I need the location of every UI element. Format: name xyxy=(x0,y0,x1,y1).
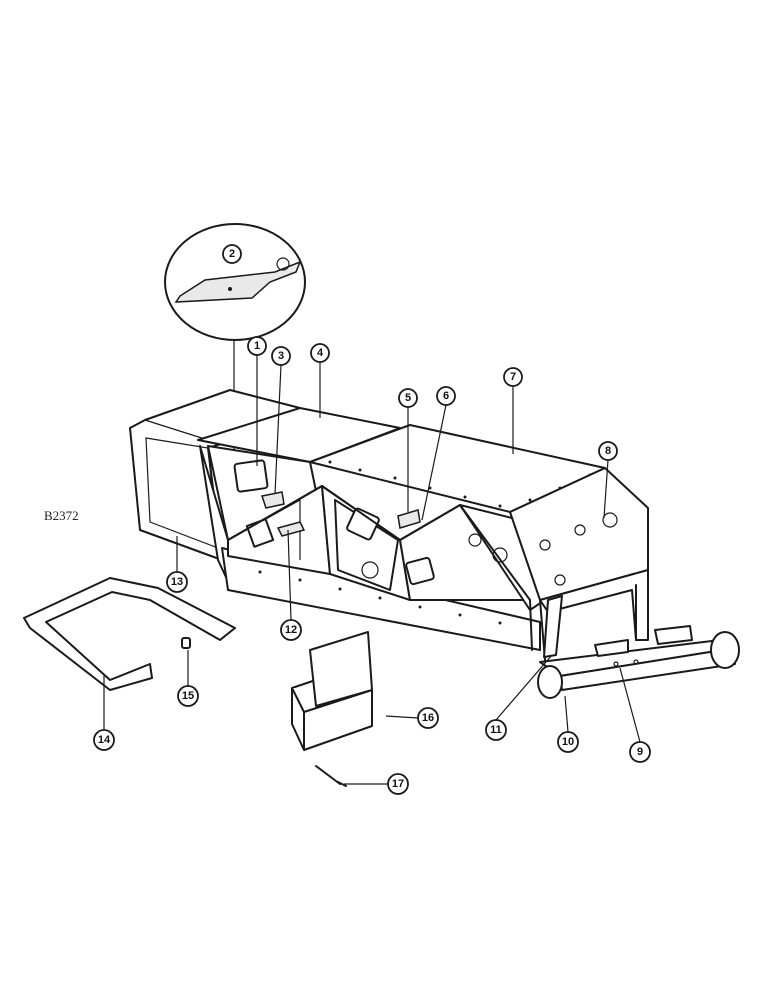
callout-1: 1 xyxy=(247,336,267,356)
callout-13-label: 13 xyxy=(171,576,183,588)
callout-16-label: 16 xyxy=(422,712,434,724)
callout-5-label: 5 xyxy=(405,392,411,404)
figure-id: B2372 xyxy=(44,508,79,523)
bolt xyxy=(181,637,191,649)
callout-4-label: 4 xyxy=(317,347,324,359)
callout-6-label: 6 xyxy=(443,390,449,402)
callout-3-label: 3 xyxy=(278,350,284,362)
callout-14: 14 xyxy=(93,729,115,751)
tool-box xyxy=(291,631,373,751)
callout-9-label: 9 xyxy=(637,746,643,758)
callout-3: 3 xyxy=(271,346,291,366)
callout-leaders xyxy=(103,354,641,785)
main-frame xyxy=(199,445,649,661)
callout-6: 6 xyxy=(436,386,456,406)
callout-11: 11 xyxy=(485,719,507,741)
callout-10-label: 10 xyxy=(562,736,574,748)
callout-1-label: 1 xyxy=(254,340,260,352)
front-axle xyxy=(537,595,740,699)
callout-5: 5 xyxy=(398,388,418,408)
callout-7-label: 7 xyxy=(510,371,516,383)
callout-8: 8 xyxy=(598,441,618,461)
callout-11-label: 11 xyxy=(490,724,502,736)
callout-12-label: 12 xyxy=(285,624,297,636)
callout-4: 4 xyxy=(310,343,330,363)
callout-14-label: 14 xyxy=(98,734,111,746)
callout-17-label: 17 xyxy=(392,778,404,790)
callout-2: 2 xyxy=(222,244,242,264)
callout-13: 13 xyxy=(166,571,188,593)
callout-8-label: 8 xyxy=(605,445,611,457)
callout-10: 10 xyxy=(557,731,579,753)
callout-15: 15 xyxy=(177,685,199,707)
platform-frame xyxy=(23,577,236,691)
tool-wrench xyxy=(315,765,347,787)
callout-15-label: 15 xyxy=(182,690,194,702)
callout-12: 12 xyxy=(280,619,302,641)
callout-9: 9 xyxy=(629,741,651,763)
callout-16: 16 xyxy=(417,707,439,729)
detail-bubble xyxy=(164,223,306,468)
callout-2-label: 2 xyxy=(229,248,235,260)
callout-7: 7 xyxy=(503,367,523,387)
callout-17: 17 xyxy=(387,773,409,795)
